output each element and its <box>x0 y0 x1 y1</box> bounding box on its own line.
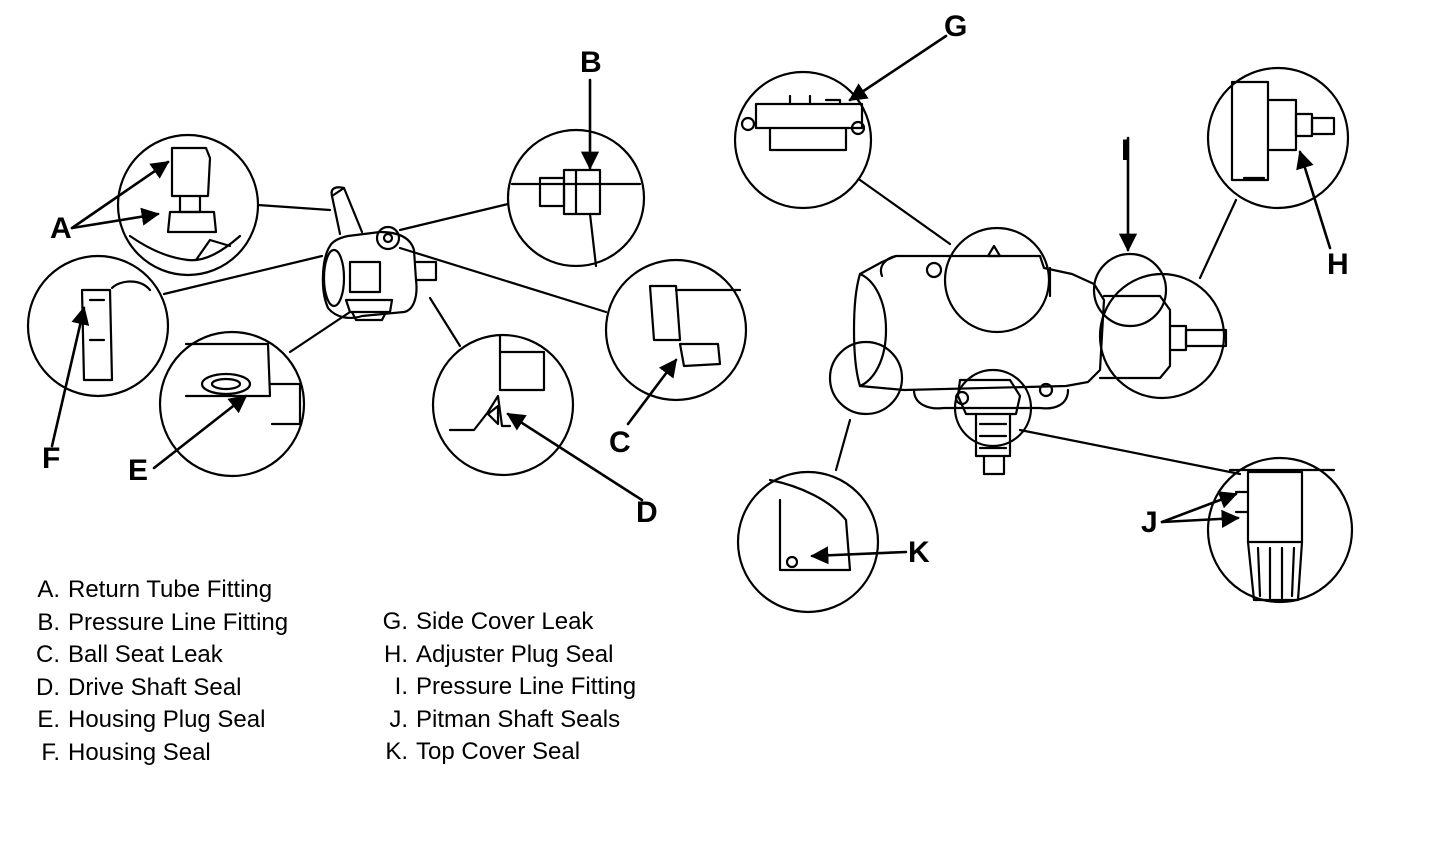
legend-text: Adjuster Plug Seal <box>416 640 614 668</box>
legend-key: E. <box>37 706 60 733</box>
legend-text: Pitman Shaft Seals <box>416 705 621 733</box>
legend-key: D. <box>36 673 60 701</box>
legend-key: B. <box>37 608 60 636</box>
leader-arrows <box>50 34 1332 565</box>
legend-text: Top Cover Seal <box>416 738 581 765</box>
legend-text: Pressure Line Fitting <box>68 608 289 636</box>
legend-item: I. Pressure Line Fitting <box>370 671 636 704</box>
legend-item: K. Top Cover Seal <box>370 736 636 769</box>
legend-right: G. Side Cover Leak H. Adjuster Plug Seal I… <box>370 606 636 769</box>
legend-text: Return Tube Fitting <box>68 576 273 603</box>
legend-item: H. Adjuster Plug Seal <box>370 639 636 672</box>
pump-body <box>321 186 438 322</box>
legend-key: A. <box>37 576 60 603</box>
callout-d: D <box>636 496 658 529</box>
legend-left: A. Return Tube Fitting B. Pressure Line Fi… <box>22 574 288 769</box>
callout-k: K <box>908 536 930 569</box>
detail-circle-a <box>116 133 332 277</box>
legend-key: I. <box>394 673 408 700</box>
detail-circle-d <box>428 296 575 477</box>
legend-key: C. <box>36 641 60 668</box>
legend-text: Drive Shaft Seal <box>68 673 242 701</box>
legend-text: Housing Seal <box>68 738 211 766</box>
callout-h: H <box>1327 248 1349 281</box>
legend-item: F. Housing Seal <box>22 737 288 770</box>
callout-i: I <box>1121 134 1130 167</box>
legend-key: K. <box>385 738 408 765</box>
legend-text: Housing Plug Seal <box>68 706 266 733</box>
legend-item: B. Pressure Line Fitting <box>22 607 288 640</box>
legend-key: J. <box>389 705 408 733</box>
callout-b: B <box>580 46 602 79</box>
legend-text: Pressure Line Fitting <box>416 673 637 700</box>
detail-circle-e <box>158 310 352 478</box>
detail-circle-j <box>953 368 1354 604</box>
detail-circle-i <box>1092 252 1168 328</box>
legend-item: C. Ball Seat Leak <box>22 639 288 672</box>
callout-e: E <box>128 454 149 487</box>
legend-item: D. Drive Shaft Seal <box>22 672 288 705</box>
callout-g: G <box>944 10 968 43</box>
callout-f: F <box>42 442 61 475</box>
legend-item: J. Pitman Shaft Seals <box>370 704 636 737</box>
detail-circle-b <box>398 128 646 268</box>
legend-item: E. Housing Plug Seal <box>22 704 288 737</box>
detail-circle-h <box>1098 66 1350 400</box>
legend-text: Side Cover Leak <box>416 608 594 635</box>
legend-item: A. Return Tube Fitting <box>22 574 288 607</box>
detail-circle-c <box>398 246 748 402</box>
detail-circle-k <box>736 340 904 614</box>
steering-gear-body <box>852 244 1228 476</box>
legend-text: Ball Seat Leak <box>68 641 223 668</box>
legend-key: F. <box>41 738 60 766</box>
callout-a: A <box>50 212 72 245</box>
legend-key: G. <box>382 608 408 635</box>
detail-circle-f <box>26 254 324 398</box>
legend-key: H. <box>384 640 408 668</box>
callout-j: J <box>1141 506 1158 539</box>
detail-circle-g <box>733 70 1051 334</box>
legend-item: G. Side Cover Leak <box>370 606 636 639</box>
callout-c: C <box>609 426 631 459</box>
